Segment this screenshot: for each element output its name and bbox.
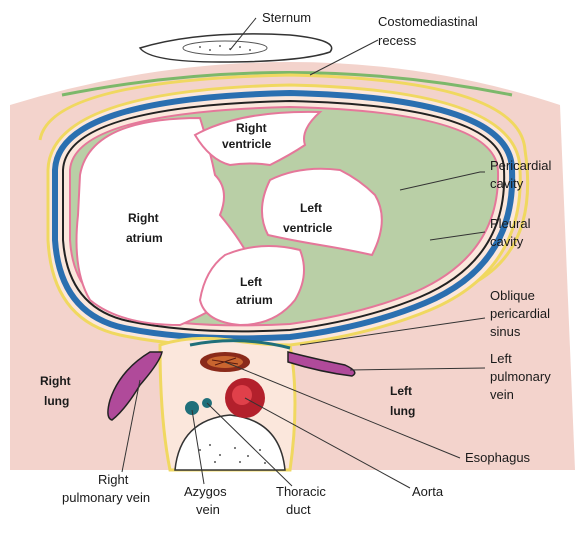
label-right-pulm-vein-2: pulmonary vein	[62, 490, 150, 505]
label-right-ventricle-2: ventricle	[222, 137, 272, 151]
label-thoracic-duct-1: Thoracic	[276, 484, 326, 499]
label-costomediastinal-1: Costomediastinal	[378, 14, 478, 29]
label-right-lung-1: Right	[40, 374, 71, 388]
label-left-pulm-vein-1: Left	[490, 351, 512, 366]
label-right-pulm-vein-1: Right	[98, 472, 129, 487]
label-left-ventricle-2: ventricle	[283, 221, 333, 235]
label-oblique-2: pericardial	[490, 306, 550, 321]
label-pericardial-cavity-1: Pericardial	[490, 158, 552, 173]
label-right-atrium-2: atrium	[126, 231, 163, 245]
label-costomediastinal-2: recess	[378, 33, 417, 48]
label-esophagus: Esophagus	[465, 450, 531, 465]
label-left-lung-1: Left	[390, 384, 412, 398]
label-left-lung-2: lung	[390, 404, 415, 418]
sternum	[140, 34, 332, 62]
label-right-atrium-1: Right	[128, 211, 159, 225]
label-azygos-1: Azygos	[184, 484, 227, 499]
label-pleural-cavity-2: cavity	[490, 234, 524, 249]
label-pericardial-cavity-2: cavity	[490, 176, 524, 191]
label-azygos-2: vein	[196, 502, 220, 517]
label-oblique-1: Oblique	[490, 288, 535, 303]
label-pleural-cavity-1: Pleural	[490, 216, 531, 231]
label-left-pulm-vein-2: pulmonary	[490, 369, 551, 384]
label-left-pulm-vein-3: vein	[490, 387, 514, 402]
label-sternum: Sternum	[262, 10, 311, 25]
label-oblique-3: sinus	[490, 324, 521, 339]
label-left-atrium-1: Left	[240, 275, 262, 289]
label-thoracic-duct-2: duct	[286, 502, 311, 517]
label-right-lung-2: lung	[44, 394, 69, 408]
label-left-ventricle-1: Left	[300, 201, 322, 215]
label-aorta: Aorta	[412, 484, 444, 499]
label-left-atrium-2: atrium	[236, 293, 273, 307]
label-right-ventricle-1: Right	[236, 121, 267, 135]
